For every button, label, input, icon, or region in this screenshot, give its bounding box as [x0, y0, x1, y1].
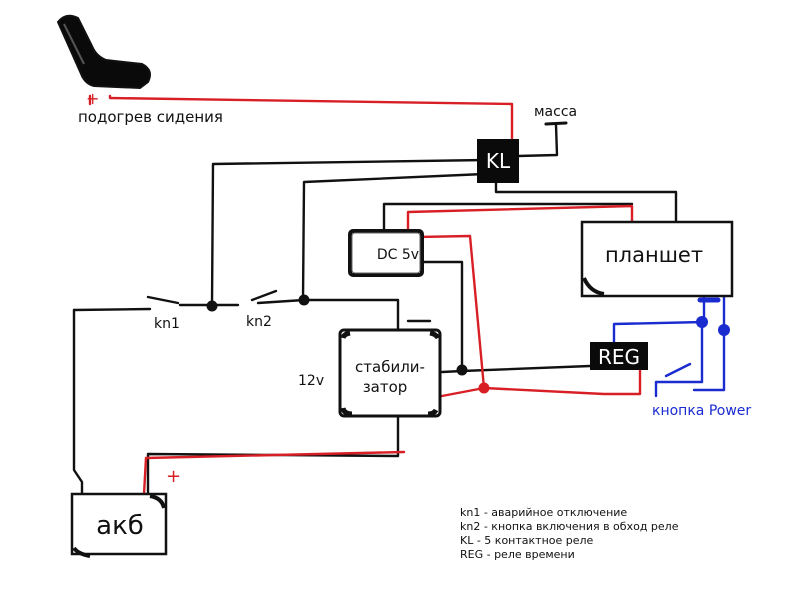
wire-blue-1	[612, 294, 706, 354]
ground-icon	[544, 121, 568, 126]
wire-blue-2	[692, 294, 726, 392]
wire-blue-3	[654, 320, 704, 398]
power-switch-lever	[664, 362, 692, 378]
wire-dc-down	[418, 260, 464, 373]
wire-dc-neg	[382, 202, 634, 233]
junction-dots	[206, 294, 730, 394]
reg-label: REG	[598, 345, 640, 369]
battery-box: акб	[70, 492, 168, 558]
relay-kl: KL	[477, 139, 519, 183]
wire-red-seat	[108, 94, 514, 146]
relay-kl-label: KL	[486, 149, 511, 173]
stabilizer-label-2: затор	[363, 378, 408, 396]
wire-kn1-to-kl	[210, 158, 488, 307]
stabilizer-label-1: стабили-	[355, 358, 425, 376]
junction-dot	[206, 300, 218, 312]
seat-heater-label: подогрев сидения	[78, 108, 223, 126]
seat-plus-sign: +	[86, 89, 99, 108]
wire-switch-line	[72, 289, 400, 335]
wire-kl-ground	[516, 123, 559, 158]
legend-line-2: kn2 - кнопка включения в обход реле	[460, 520, 679, 533]
ground-label: масса	[534, 104, 577, 120]
junction-dot	[456, 364, 468, 376]
tablet-box: планшет	[580, 220, 734, 298]
stabilizer-box: стабили- затор	[338, 328, 442, 418]
legend: kn1 - аварийное отключение kn2 - кнопка …	[460, 506, 679, 561]
legend-line-1: kn1 - аварийное отключение	[460, 506, 627, 519]
tablet-label: планшет	[605, 243, 703, 267]
wire-kl-tablet	[494, 180, 678, 224]
kn2-label: kn2	[246, 314, 272, 330]
wire-left-down	[72, 308, 84, 496]
timer-relay-reg: REG	[590, 342, 648, 370]
junction-dot	[298, 294, 310, 306]
battery-plus-sign: +	[166, 466, 181, 487]
kn1-label: kn1	[154, 316, 180, 332]
legend-line-4: REG - реле времени	[460, 548, 575, 561]
v12-label: 12v	[298, 373, 324, 389]
legend-line-3: KL - 5 контактное реле	[460, 534, 594, 547]
junction-dot	[478, 382, 490, 394]
dc-converter: DC 5v	[348, 229, 424, 277]
power-button-label: кнопка Power	[652, 403, 751, 419]
wire-red-reg	[440, 364, 642, 398]
wire-red-batt	[142, 450, 406, 496]
car-seat-icon	[56, 14, 151, 90]
junction-dot	[696, 316, 708, 328]
battery-label: акб	[96, 511, 144, 541]
dc-label: DC 5v	[377, 247, 419, 263]
wire-kn2-to-kl	[301, 172, 486, 302]
junction-dot	[718, 324, 730, 336]
